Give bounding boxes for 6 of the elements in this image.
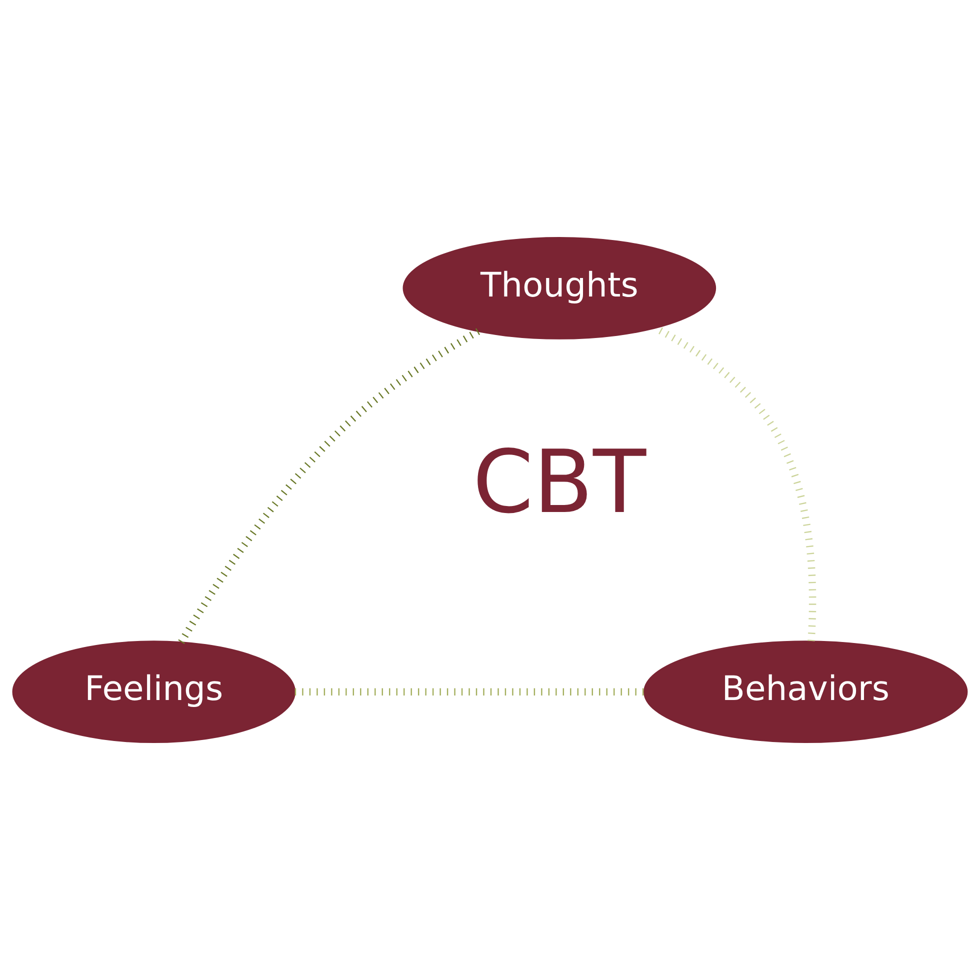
node-ellipse: Feelings	[12, 640, 296, 744]
label: CBT	[472, 432, 646, 533]
connector	[178, 328, 480, 644]
node-ellipse: Thoughts	[402, 236, 716, 340]
connector	[294, 688, 644, 696]
node-ellipse: Behaviors	[644, 640, 968, 744]
